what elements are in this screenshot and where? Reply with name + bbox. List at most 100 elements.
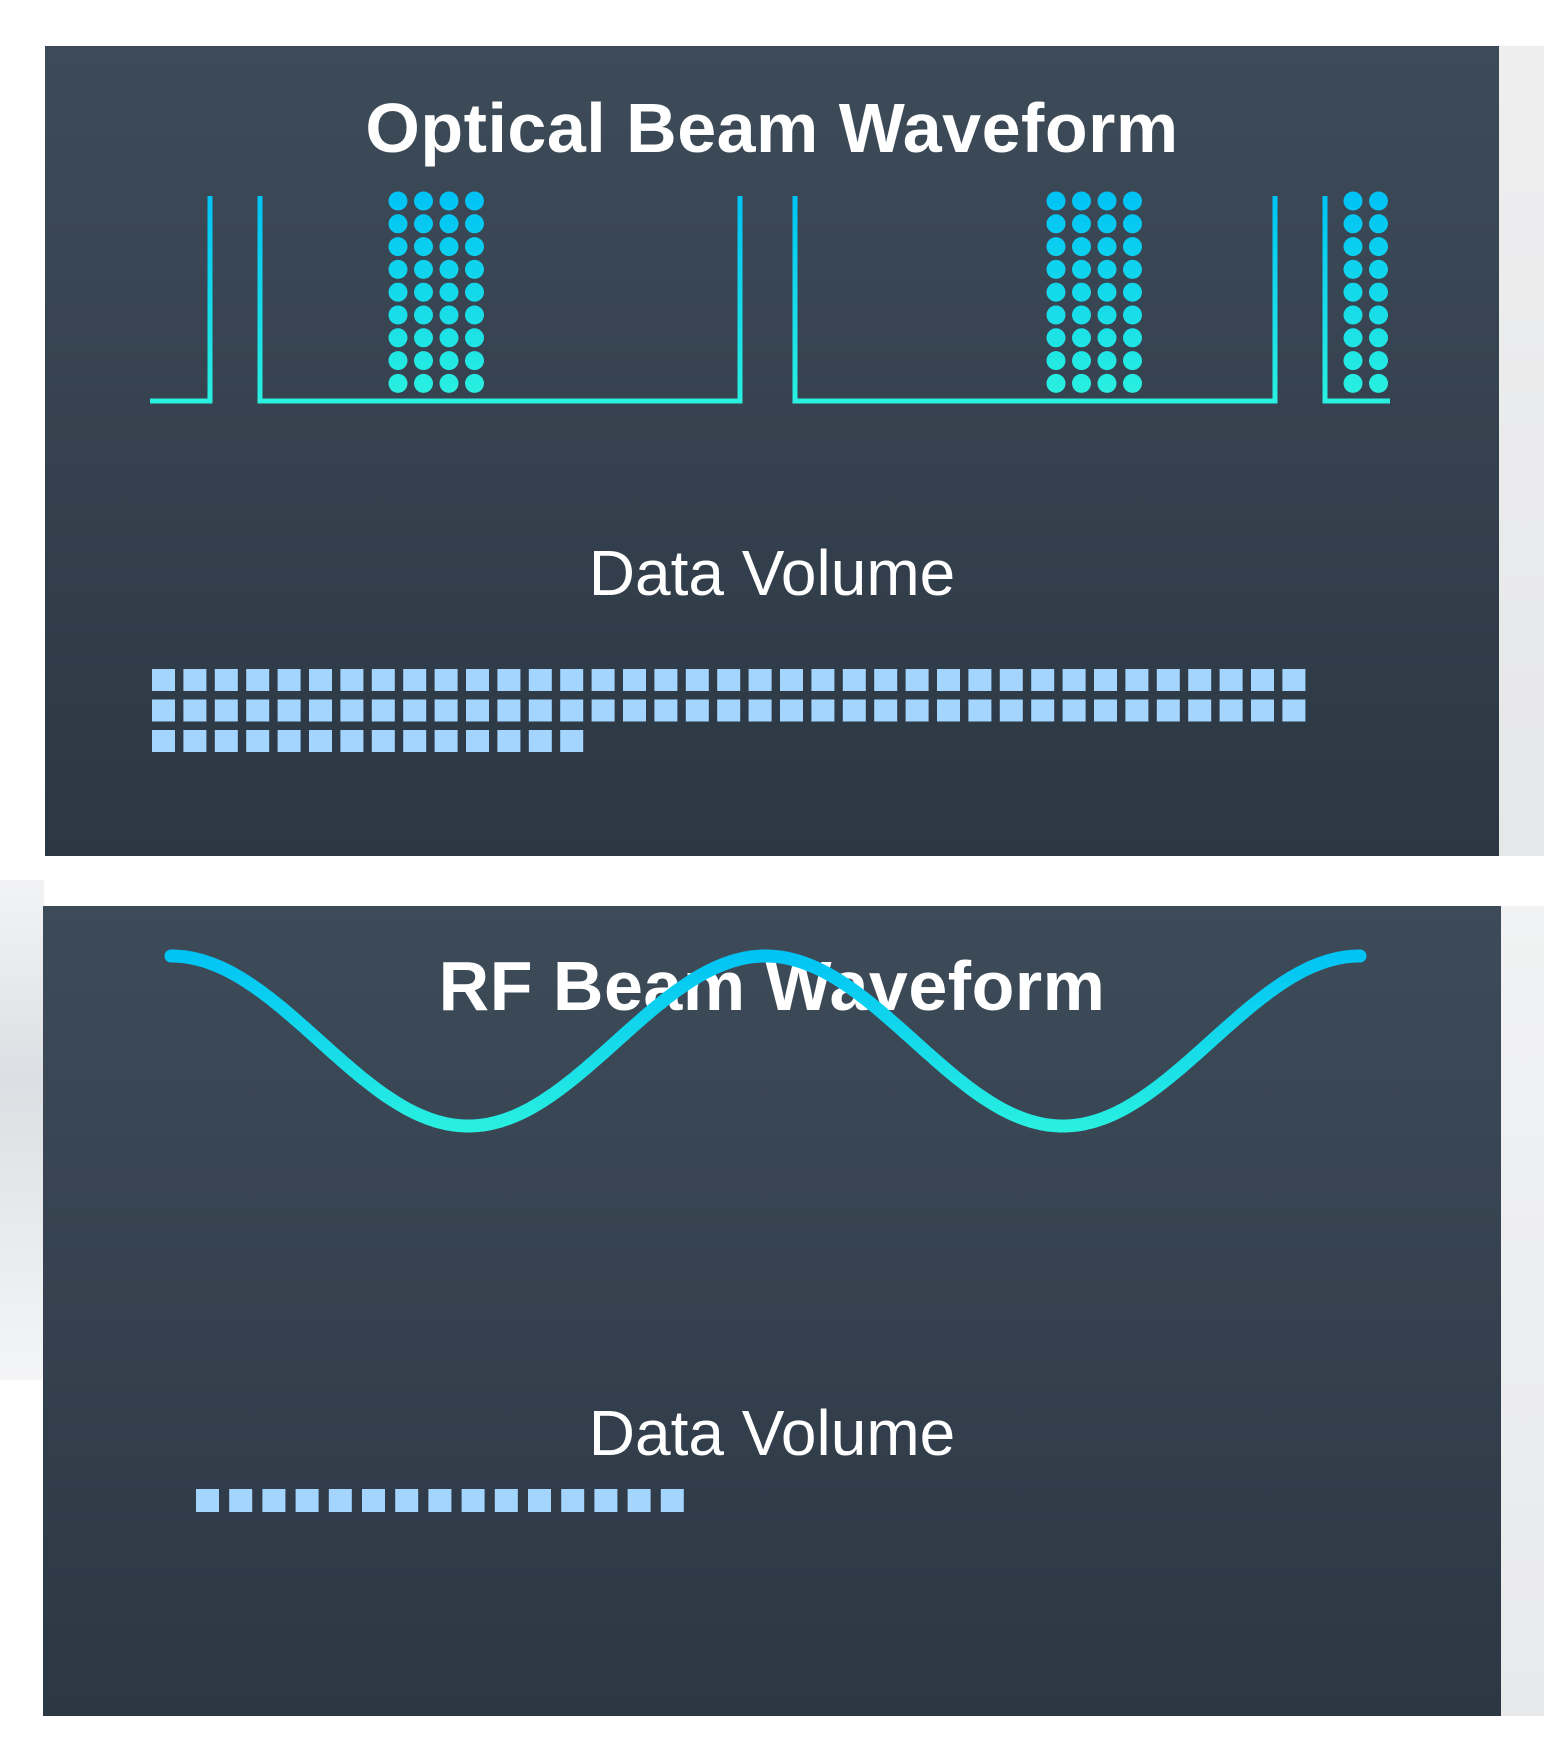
optical-dot — [414, 351, 433, 371]
optical-data-block — [246, 730, 270, 752]
optical-data-block — [1062, 699, 1086, 722]
optical-data-block — [874, 669, 898, 691]
optical-data-block — [214, 669, 238, 691]
optical-data-volume-label: Data Volume — [588, 537, 956, 609]
optical-data-block — [874, 699, 898, 722]
optical-data-block — [1251, 699, 1274, 722]
optical-data-block — [1219, 699, 1243, 722]
optical-data-block — [1031, 669, 1055, 691]
optical-data-block — [591, 699, 615, 722]
optical-data-block — [1125, 669, 1149, 691]
optical-dot — [1369, 305, 1388, 325]
optical-data-block — [654, 669, 678, 691]
optical-data-block — [780, 669, 803, 691]
optical-dot — [1046, 373, 1066, 393]
optical-waveform-diagram — [150, 191, 1390, 752]
optical-dot — [465, 282, 484, 302]
optical-data-block — [497, 699, 521, 722]
optical-data-block — [999, 699, 1023, 722]
optical-data-block — [560, 699, 584, 722]
optical-dot — [1343, 305, 1363, 325]
optical-dot — [1123, 373, 1142, 393]
rf-data-block — [428, 1489, 452, 1512]
optical-dot — [414, 373, 433, 393]
rf-data-block — [660, 1489, 684, 1512]
optical-dot — [1072, 214, 1091, 234]
optical-dot — [1123, 328, 1142, 348]
optical-data-block — [434, 669, 458, 691]
optical-data-block — [968, 699, 992, 722]
optical-dot — [414, 328, 433, 348]
optical-pulse-segment-2 — [257, 196, 743, 404]
optical-data-block — [246, 699, 270, 722]
optical-dot — [414, 191, 433, 211]
optical-data-block — [497, 730, 521, 752]
optical-data-block — [1282, 669, 1306, 691]
optical-data-block — [905, 699, 929, 722]
optical-data-block — [528, 699, 552, 722]
optical-dot — [1097, 237, 1117, 257]
optical-data-block — [623, 699, 646, 722]
optical-data-block — [1219, 669, 1243, 691]
optical-data-block — [403, 669, 427, 691]
optical-data-block — [717, 699, 741, 722]
optical-data-block — [1188, 699, 1212, 722]
optical-dot — [1046, 282, 1066, 302]
optical-dot — [1343, 259, 1363, 279]
optical-data-block — [371, 699, 395, 722]
optical-data-block — [183, 669, 207, 691]
optical-dot — [439, 282, 459, 302]
optical-data-block — [717, 669, 741, 691]
optical-dot — [388, 191, 408, 211]
optical-data-block — [811, 669, 835, 691]
optical-data-volume-blocks — [152, 669, 1306, 752]
optical-pulse-segment-3 — [792, 196, 1278, 404]
rf-data-volume-label: Data Volume — [588, 1397, 956, 1469]
optical-dot — [465, 191, 484, 211]
rf-data-block — [362, 1489, 385, 1512]
optical-dot — [1369, 351, 1388, 371]
optical-data-block — [685, 669, 709, 691]
optical-dot — [1072, 259, 1091, 279]
optical-data-block — [340, 669, 364, 691]
optical-dot — [439, 328, 459, 348]
optical-data-block — [842, 699, 866, 722]
optical-data-block — [371, 669, 395, 691]
optical-data-block — [214, 699, 238, 722]
optical-dot — [1097, 373, 1117, 393]
optical-dot — [465, 328, 484, 348]
optical-dot — [1343, 214, 1363, 234]
optical-dot — [1343, 328, 1363, 348]
optical-data-block — [497, 669, 521, 691]
optical-dot — [465, 373, 484, 393]
optical-dot — [1097, 351, 1117, 371]
optical-dot — [414, 214, 433, 234]
rf-data-block — [395, 1489, 419, 1512]
optical-dot — [465, 305, 484, 325]
optical-data-block — [152, 669, 175, 691]
optical-data-block — [246, 669, 270, 691]
optical-dot — [1072, 373, 1091, 393]
background-haze — [0, 880, 44, 1380]
optical-data-block — [654, 699, 678, 722]
optical-data-block — [1125, 699, 1149, 722]
optical-dot-cluster-2 — [1046, 191, 1142, 393]
optical-dot — [1123, 237, 1142, 257]
optical-data-block — [403, 730, 427, 752]
optical-data-block — [1094, 669, 1117, 691]
optical-data-block — [905, 669, 929, 691]
optical-dot — [439, 305, 459, 325]
rf-data-block — [594, 1489, 618, 1512]
optical-dot — [1123, 351, 1142, 371]
optical-data-block — [1094, 699, 1117, 722]
side-strip-bottom — [1499, 906, 1544, 1716]
optical-dot — [1072, 282, 1091, 302]
optical-data-block — [1031, 699, 1055, 722]
optical-dot — [439, 191, 459, 211]
optical-dot — [1046, 214, 1066, 234]
optical-data-block — [528, 669, 552, 691]
optical-dot — [1046, 191, 1066, 211]
optical-data-block — [434, 699, 458, 722]
rf-waveform-diagram — [164, 949, 1367, 1512]
optical-data-block — [685, 699, 709, 722]
